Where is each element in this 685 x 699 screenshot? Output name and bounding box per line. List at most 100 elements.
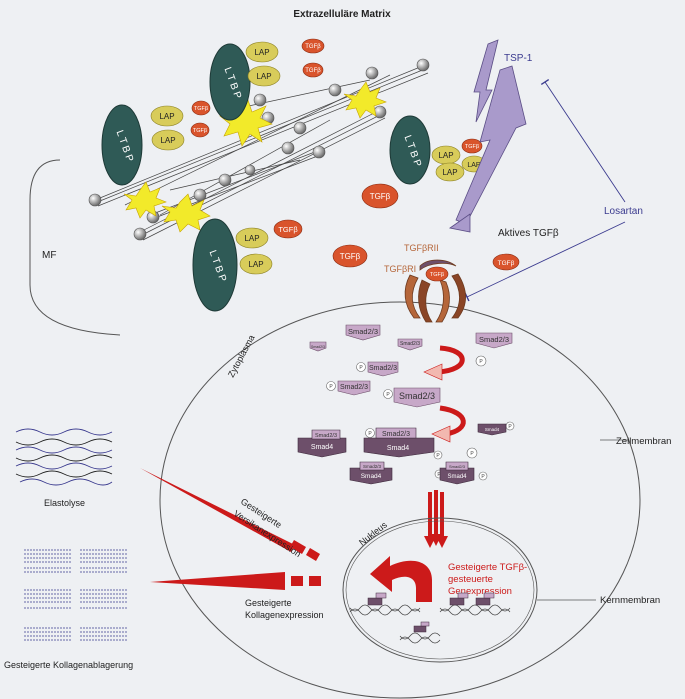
smad23-a (345, 324, 381, 341)
lap-8 (435, 162, 465, 182)
smad4-5-label: Smad4 (447, 474, 467, 480)
gene-expression-arrow (370, 556, 432, 602)
tgfb-receptor-bound-label: TGFβ (430, 272, 444, 278)
p-2 (326, 381, 336, 391)
dna-bound-smads (367, 592, 495, 633)
elastic-fibers (15, 428, 113, 486)
tgfb-receptor-bound (425, 266, 449, 282)
p-label-7: P (436, 453, 440, 459)
tgfb-1 (301, 38, 325, 54)
lap-label-7: LAP (438, 151, 453, 160)
collagen-deposit-pattern (24, 549, 128, 641)
smad23-j (359, 461, 385, 471)
tgfb-label-4: TGFβ (193, 128, 207, 134)
tgfb-label-2: TGFβ (305, 68, 321, 74)
losartan-inhibit-receptor (464, 221, 626, 302)
tgfb-receptor-complex (404, 259, 466, 323)
smad23-h (311, 429, 341, 440)
p-4 (475, 355, 487, 367)
collagen-deposit-label: Gesteigerte Kollagenablagerung (4, 660, 133, 670)
smad23-h-label: Smad2/3 (315, 433, 337, 439)
cytoplasm-label: Zytoplasma (226, 333, 257, 379)
active-tgfb-label: Aktives TGFβ (498, 228, 559, 239)
smad23-c (397, 338, 423, 351)
smad23-g-label: Smad2/3 (399, 391, 435, 401)
tgfb-gene-expression-line1: Gesteigerte TGFβ- (448, 562, 527, 573)
p-7 (433, 450, 443, 460)
lap-5 (235, 227, 269, 249)
smad23-i (375, 427, 417, 439)
p-label-10: P (437, 472, 441, 478)
curved-arrow-phosphorylation-2-head (431, 425, 451, 443)
ltbp-complex-2 (101, 104, 143, 186)
ltbp-complex-4 (389, 115, 431, 185)
smad23-k (445, 461, 469, 471)
lap-label-6: LAP (248, 260, 263, 269)
smad23-g (393, 387, 441, 408)
lap-label-8: LAP (442, 168, 457, 177)
tgfb-label-7: TGFβ (465, 144, 479, 150)
tsp1-arrowhead (449, 213, 471, 233)
tgfb-2 (302, 62, 324, 78)
p-label-4: P (479, 359, 483, 365)
phospho-groups (326, 355, 515, 481)
smad23-k-label: Smad2/3 (449, 464, 466, 469)
tgfbr1-label: TGFβRI (384, 264, 416, 274)
losartan-inhibit-tsp1 (540, 78, 626, 203)
starbursts (123, 81, 387, 233)
smad23-b-label: Smad2/3 (311, 345, 325, 349)
smad23-d (475, 332, 513, 349)
smad4-5 (439, 467, 475, 485)
p-label-1: P (359, 365, 363, 371)
smad23-e-label: Smad2/3 (369, 365, 397, 372)
versican-arrow-dash-1 (290, 540, 306, 554)
collagen-arrow (150, 572, 285, 590)
tgfb-label-9: TGFβ (498, 260, 515, 267)
tgfb-label-8: TGFβ (340, 252, 361, 261)
tgfb-gene-expression-line3: Genexpression (448, 586, 512, 597)
tgfb-label-3: TGFβ (194, 106, 208, 112)
lap-label-3: LAP (159, 112, 174, 121)
mf-bracket (29, 159, 121, 336)
smad23-e (367, 361, 399, 377)
tgfb-6 (361, 183, 399, 209)
smad-cascade: Smad2/3 Smad2/3 Smad2/3 Smad2/3 Smad2/3 … (309, 324, 513, 408)
smad4-4 (349, 467, 393, 485)
cell-membrane-label: Zellmembran (616, 436, 671, 447)
tgfb-4 (190, 122, 210, 138)
lap-6 (239, 253, 273, 275)
tgfb-5 (273, 219, 303, 239)
lap-label-9: LAP (467, 162, 481, 169)
p-6 (365, 428, 375, 438)
smad4-4-label: Smad4 (361, 473, 382, 480)
smad23-d-label: Smad2/3 (479, 335, 509, 344)
smad23-i-label: Smad2/3 (382, 431, 410, 438)
tgfb-8 (332, 244, 368, 268)
p-9 (478, 471, 488, 481)
cell-membrane (159, 301, 641, 699)
smad4-3-label: Smad4 (485, 427, 500, 432)
smad23-f (337, 380, 371, 396)
collagen-arrow-dash-2 (309, 576, 321, 586)
tgfbr2-label: TGFβRII (404, 243, 439, 253)
losartan-label: Losartan (604, 206, 643, 217)
tsp1-arrow-small (473, 39, 499, 123)
lap-label-2: LAP (256, 72, 271, 81)
ltbp-complex-3 (192, 218, 238, 312)
tgfb-9 (492, 253, 520, 271)
tgfb-label-5: TGFβ (278, 225, 298, 234)
tgfb-label-1: TGFβ (305, 44, 321, 50)
smad4-2 (363, 437, 435, 458)
elastolysis-label: Elastolyse (44, 498, 85, 508)
smad23-a-label: Smad2/3 (348, 327, 378, 336)
curved-arrow-phosphorylation-1-head (423, 363, 443, 381)
p-label-2: P (329, 384, 333, 390)
p-label-5: P (470, 451, 474, 457)
dna-strands (349, 604, 511, 644)
smad23-j-label: Smad2/3 (363, 464, 382, 469)
curved-arrow-phosphorylation-1 (437, 345, 465, 375)
p-label-8: P (508, 424, 512, 430)
p-label-3: P (386, 392, 390, 398)
